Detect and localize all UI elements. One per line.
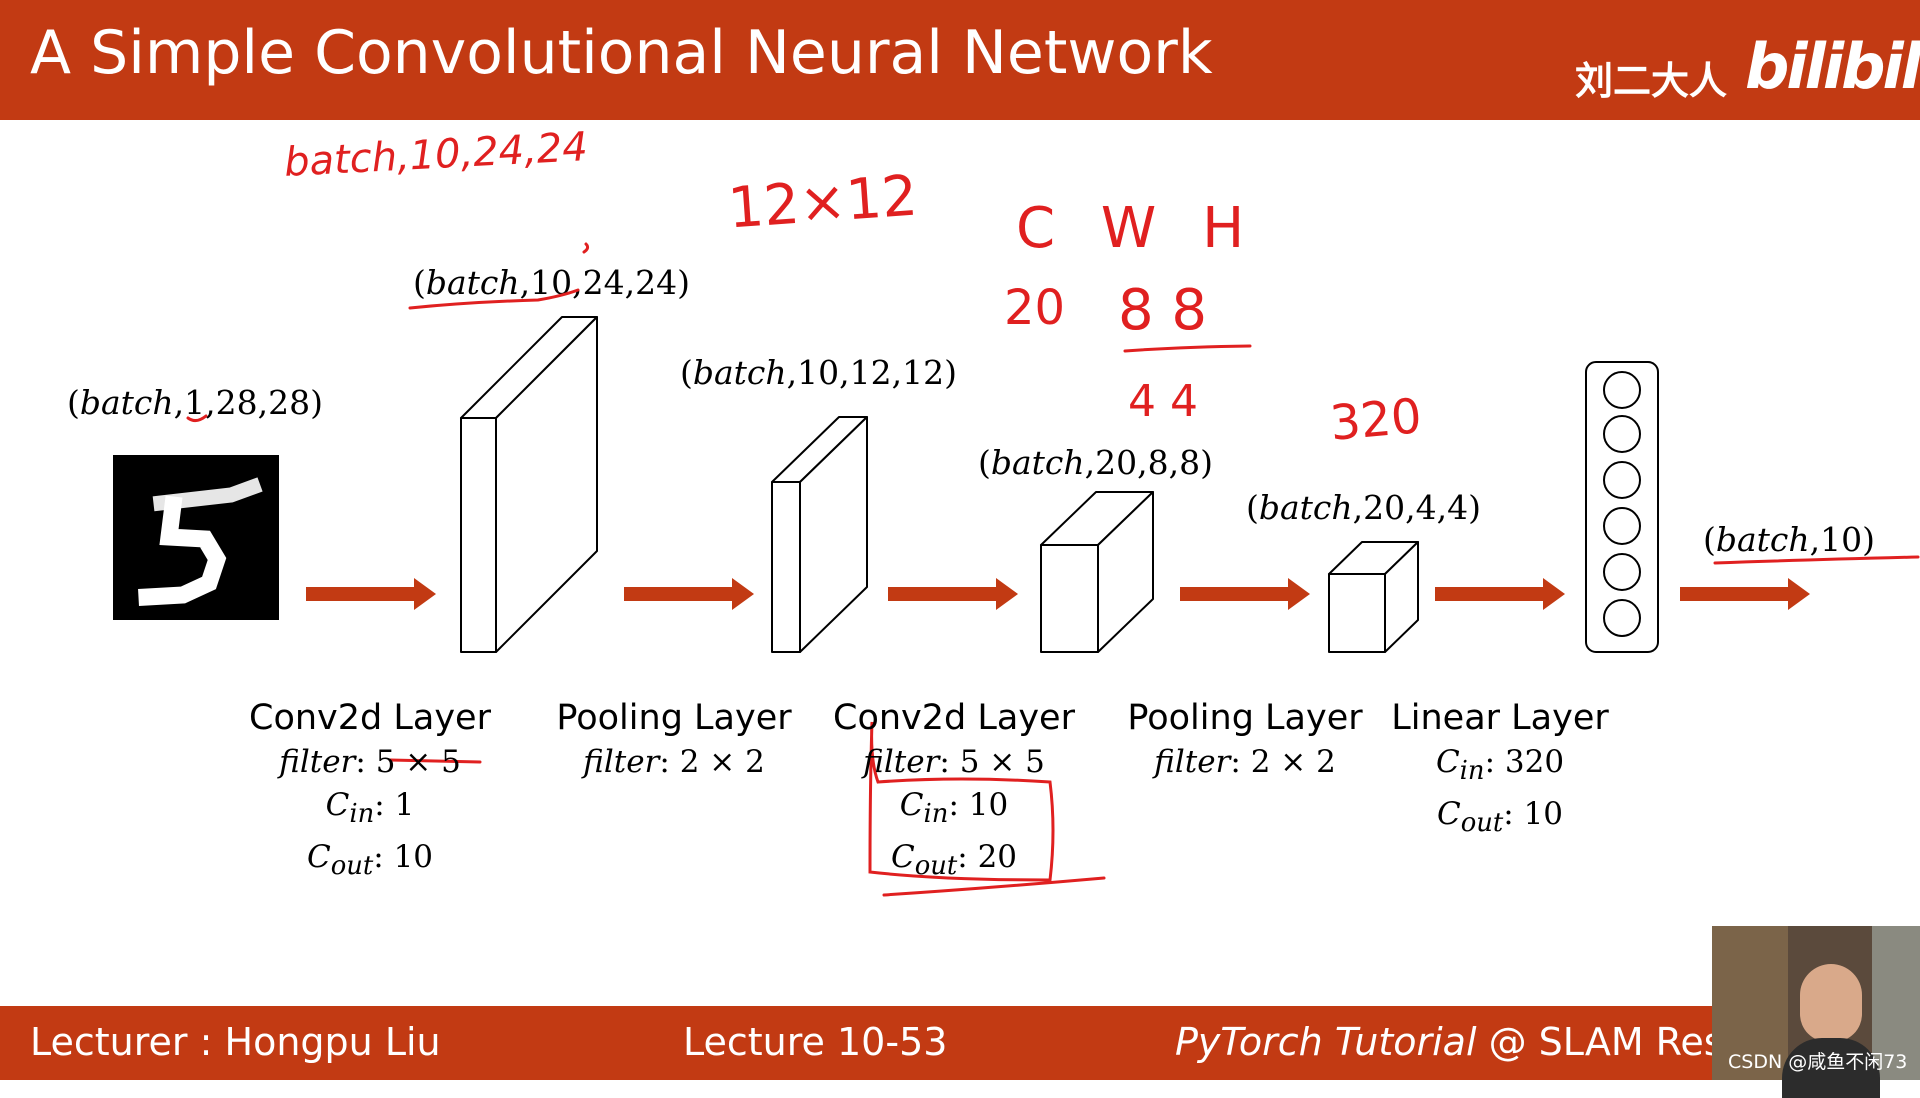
pool1-shape-label: (batch,10,12,12) [680, 353, 957, 392]
webcam-lecturer-head [1800, 964, 1862, 1042]
ink-pooled-value: 4 4 [1128, 376, 1198, 427]
conv2-feature-map [1040, 491, 1154, 653]
ink-cwh-note: C W H [1016, 196, 1259, 261]
conv1-layer-label: Conv2d Layer filter: 5 × 5 Cin: 1 Cout: … [249, 698, 491, 882]
conv1-shape-label: (batch,10,24,24) [413, 263, 690, 302]
mnist-digit-image [113, 455, 279, 620]
arrow-input-conv1 [306, 578, 436, 610]
pool2-feature-map [1328, 541, 1419, 653]
tutorial-label: PyTorch Tutorial @ SLAM Resea [1175, 1020, 1771, 1064]
input-shape-label: (batch,1,28,28) [67, 383, 323, 422]
lecture-number: Lecture 10-53 [683, 1020, 948, 1064]
pool2-shape-label: (batch,20,4,4) [1246, 488, 1481, 527]
ink-wh-value: 8 8 [1118, 278, 1208, 343]
arrow-conv2-pool2 [1180, 578, 1310, 610]
footer-bar [0, 1006, 1920, 1080]
ink-output-underline [1713, 555, 1920, 565]
conv2-layer-label: Conv2d Layer filter: 5 × 5 Cin: 10 Cout:… [833, 698, 1075, 882]
conv2-shape-label: (batch,20,8,8) [978, 443, 1213, 482]
ink-filter-underline [388, 758, 482, 764]
ink-input-channel-mark [186, 414, 208, 423]
pool2-layer-label: Pooling Layer filter: 2 × 2 [1127, 698, 1363, 780]
title-bar [0, 0, 1920, 120]
lecturer-label: Lecturer : Hongpu Liu [30, 1020, 441, 1064]
arrow-pool2-linear [1435, 578, 1565, 610]
ink-conv2-channels-box [868, 721, 1055, 882]
ink-size-note: 12×12 [725, 163, 920, 242]
bilibili-logo: bilibili [1745, 30, 1920, 103]
pool1-layer-label: Pooling Layer filter: 2 × 2 [556, 698, 792, 780]
conv1-feature-map [460, 316, 598, 653]
brand-name: 刘二大人 [1575, 59, 1728, 103]
slide-title: A Simple Convolutional Neural Network [30, 18, 1213, 88]
output-shape-label: (batch,10) [1703, 520, 1876, 559]
linear-neurons [1585, 361, 1659, 653]
pool1-feature-map [771, 416, 868, 653]
ink-channels-value: 20 [1004, 280, 1066, 336]
ink-flatten-value: 320 [1327, 388, 1424, 452]
ink-underline-conv1-shape [408, 288, 580, 310]
ink-tick-mark [582, 242, 590, 254]
webcam-bookshelf [1712, 926, 1788, 1080]
linear-layer-label: Linear Layer Cin: 320 Cout: 10 [1391, 698, 1609, 839]
arrow-pool1-conv2 [888, 578, 1018, 610]
webcam-wall [1872, 926, 1920, 1080]
arrow-conv1-pool1 [624, 578, 754, 610]
arrow-output [1680, 578, 1810, 610]
csdn-watermark: CSDN @咸鱼不闲73 [1728, 1051, 1908, 1073]
ink-wh-underline [1123, 344, 1252, 353]
ink-box-underline [882, 876, 1106, 897]
